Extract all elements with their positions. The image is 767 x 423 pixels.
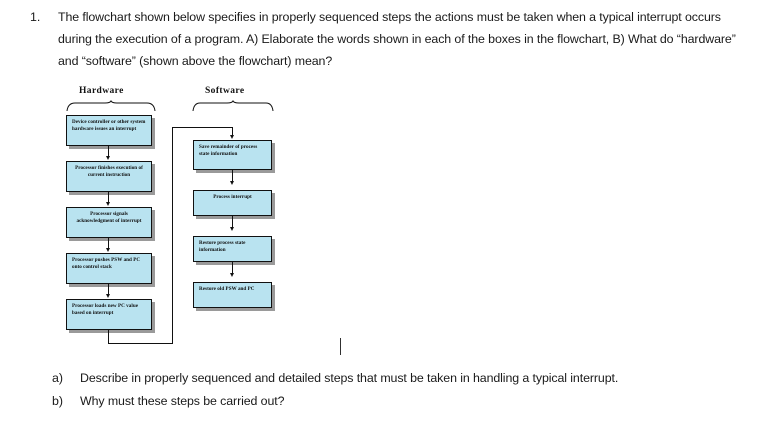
connector-bottom-horizontal bbox=[108, 343, 173, 344]
hardware-brace-icon bbox=[66, 99, 156, 117]
arrowhead-sw1-icon bbox=[229, 135, 234, 139]
flow-box-software-2[interactable]: Process interrupt bbox=[193, 190, 272, 216]
flow-box-software-1[interactable]: Save remainder of process state informat… bbox=[193, 140, 272, 170]
arrowhead-hw5-icon bbox=[105, 294, 110, 298]
arrowhead-sw3-icon bbox=[229, 227, 234, 231]
text-cursor bbox=[340, 338, 341, 355]
flow-box-software-3[interactable]: Restore process state information bbox=[193, 236, 272, 262]
arrowhead-hw4-icon bbox=[105, 248, 110, 252]
arrowhead-sw4-icon bbox=[229, 273, 234, 277]
question-block: 1. The flowchart shown below specifies i… bbox=[30, 6, 748, 72]
arrowhead-hw3-icon bbox=[105, 202, 110, 206]
sub-question-a-marker: a) bbox=[52, 371, 64, 385]
flow-box-hardware-4[interactable]: Processor pushes PSW and PC onto control… bbox=[66, 253, 152, 284]
flow-box-software-4[interactable]: Restore old PSW and PC bbox=[193, 282, 272, 308]
sub-question-b-text: Why must these steps be carried out? bbox=[80, 394, 285, 408]
sub-question-a-text: Describe in properly sequenced and detai… bbox=[80, 371, 619, 385]
connector-into-software1 bbox=[232, 127, 233, 136]
arrowhead-sw2-icon bbox=[229, 181, 234, 185]
connector-sw2-sw3 bbox=[232, 216, 233, 228]
sub-question-b: b) Why must these steps be carried out? bbox=[52, 391, 752, 411]
arrowhead-hw2-icon bbox=[105, 156, 110, 160]
flow-box-hardware-1[interactable]: Device controller or other system hardwa… bbox=[66, 115, 152, 146]
sub-question-a: a) Describe in properly sequenced and de… bbox=[52, 368, 752, 388]
flow-box-hardware-3[interactable]: Processor signals acknowledgment of inte… bbox=[66, 207, 152, 238]
connector-top-horizontal bbox=[172, 127, 233, 128]
connector-hw1-hw2 bbox=[108, 146, 109, 157]
connector-sw1-sw2 bbox=[232, 170, 233, 182]
flow-box-hardware-2[interactable]: Processor finishes execution of current … bbox=[66, 161, 152, 192]
software-column-label: Software bbox=[205, 86, 245, 96]
flow-box-hardware-5[interactable]: Processor loads new PC value based on in… bbox=[66, 299, 152, 330]
connector-sw3-sw4 bbox=[232, 262, 233, 274]
question-text: The flowchart shown below specifies in p… bbox=[58, 10, 736, 68]
question-row: 1. The flowchart shown below specifies i… bbox=[30, 6, 748, 72]
connector-hw4-hw5 bbox=[108, 284, 109, 295]
connector-hw3-hw4 bbox=[108, 238, 109, 249]
connector-hw5-down bbox=[108, 330, 109, 343]
hardware-column-label: Hardware bbox=[79, 86, 124, 96]
connector-right-vertical bbox=[172, 127, 173, 344]
sub-question-b-marker: b) bbox=[52, 394, 64, 408]
question-number: 1. bbox=[30, 10, 41, 24]
connector-hw2-hw3 bbox=[108, 192, 109, 203]
sub-questions-block: a) Describe in properly sequenced and de… bbox=[52, 368, 752, 414]
software-brace-icon bbox=[192, 99, 274, 117]
